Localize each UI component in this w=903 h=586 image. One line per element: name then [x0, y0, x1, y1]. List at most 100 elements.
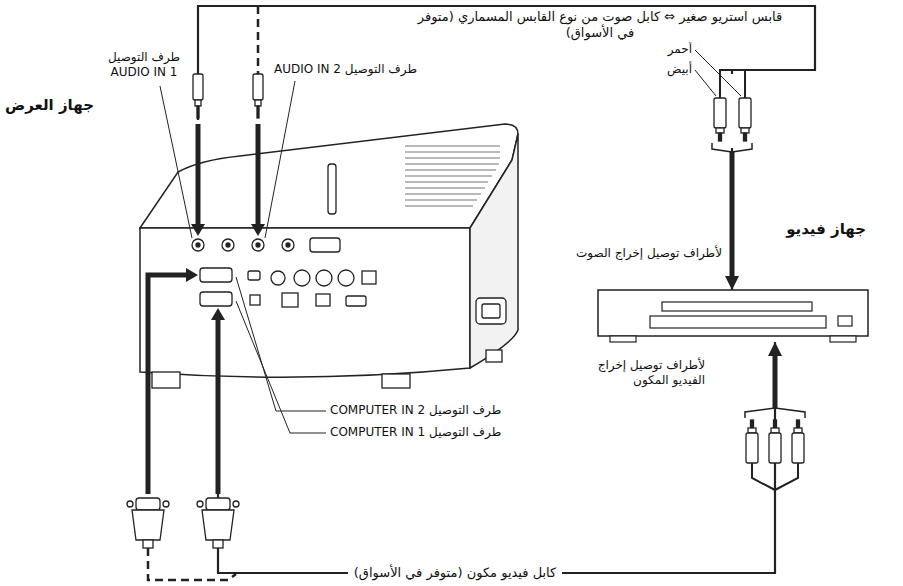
video-body [598, 290, 868, 336]
computer-in-1-jack [200, 292, 232, 306]
mini-plug-body [193, 74, 203, 100]
vent-line [405, 199, 477, 200]
ac-inlet-socket [482, 304, 500, 318]
leader-line [236, 301, 326, 433]
rca-plug-tip [797, 420, 800, 428]
insert-arrow [216, 318, 221, 494]
d-sub-screw [127, 501, 133, 507]
rca-plug-body [714, 98, 726, 128]
rca-plug-tip [774, 420, 777, 428]
rca-plug-collar [771, 428, 779, 433]
audio-jack [192, 239, 204, 251]
jack-hole [226, 243, 230, 247]
ac-inlet [476, 298, 506, 324]
rca-plug-collar [741, 128, 749, 133]
vent-line [405, 175, 492, 176]
video-foot [830, 336, 856, 342]
rca-plug-body [792, 433, 804, 463]
tape-slot [662, 302, 812, 311]
plug-in-arrows [148, 124, 775, 494]
alternate-cable [148, 548, 236, 580]
insert-arrow-head [251, 224, 265, 236]
audio-jack [252, 239, 264, 251]
projector-drawing [140, 124, 518, 388]
projector-foot [382, 374, 410, 388]
rca-plug-body [739, 98, 751, 128]
audio-jack [222, 239, 234, 251]
terminal-label: طرف التوصيل AUDIO IN 1 [98, 50, 190, 80]
mini-plug-body [253, 74, 263, 100]
rca-jack [316, 270, 332, 286]
rca-jack [338, 270, 354, 286]
vent-line [405, 181, 488, 182]
d-sub-boot [213, 540, 223, 548]
vent-line [405, 169, 496, 170]
mini-usb-port [248, 271, 260, 280]
rca-plugs [712, 98, 805, 490]
rca-jack [294, 270, 310, 286]
video-device: جهاز فيديو [598, 290, 868, 342]
red-cable [744, 70, 746, 98]
vent-line [405, 193, 481, 194]
d-sub-head [136, 498, 160, 510]
terminal-label: طرف التوصيل COMPUTER IN 2 [330, 403, 501, 418]
video-foot [610, 336, 636, 342]
insert-arrow [256, 124, 261, 226]
leader-line [160, 86, 192, 238]
rear-connectors [192, 238, 506, 324]
cable-label: كابل فيديو مكون (متوفر في الأسواق) [348, 565, 563, 581]
jack-hole [256, 243, 260, 247]
cable-gap [727, 74, 737, 148]
wire-color-label: أبيض [667, 62, 692, 77]
rca-plug-body [746, 433, 758, 463]
d-sub-boot [143, 540, 153, 548]
rca-plug-collar [794, 428, 802, 433]
usb-port [316, 294, 330, 306]
wire-color-label: أحمر [668, 42, 692, 57]
projector-top [140, 124, 518, 228]
vent-line [405, 187, 485, 188]
power-jack [250, 295, 260, 305]
insert-arrow [148, 275, 188, 494]
insert-arrow-head [211, 308, 225, 320]
terminal-label: طرف التوصيل COMPUTER IN 1 [330, 425, 501, 440]
rca-plug-tip [744, 133, 747, 141]
rca-plug-collar [716, 128, 724, 133]
rca-plug-tip [719, 133, 722, 141]
audio-jack [282, 239, 294, 251]
computer-in-2-jack [200, 268, 232, 282]
leader-line [695, 50, 741, 96]
leader-line [695, 70, 716, 96]
front-button [838, 316, 852, 326]
lan-port [282, 293, 298, 307]
cable-connector [218, 342, 775, 573]
d-sub-head [206, 498, 230, 510]
card-slot [328, 164, 336, 214]
s-video-jack [271, 271, 285, 285]
projector-rear-panel [140, 228, 470, 377]
d-sub-screw [197, 501, 203, 507]
rca-plug-body [769, 433, 781, 463]
cable-label: قابس استريو صغير ⇔ كابل صوت من نوع القاب… [402, 9, 799, 42]
mini-plug-tip [197, 106, 199, 118]
rca-plug-tip [751, 420, 754, 428]
output-terminal-label: لأطراف توصيل إخراج الفيديو المكون [580, 358, 705, 388]
monitor-port [310, 238, 340, 252]
mini-plugs [193, 74, 263, 118]
video-device-drawing [598, 290, 868, 342]
leader-lines [160, 50, 741, 433]
projector-foot [486, 350, 502, 362]
jack-hole [286, 243, 290, 247]
bracket [745, 408, 805, 418]
device-heading: جهاز العرض [5, 96, 94, 115]
projector-side [470, 134, 518, 368]
vent-line [405, 145, 500, 146]
d-sub-body [202, 510, 234, 540]
projector-unit: جهاز العرض [135, 120, 520, 400]
vent-line [405, 205, 473, 206]
alternate-cable [257, 6, 260, 74]
insert-arrow [730, 152, 735, 278]
